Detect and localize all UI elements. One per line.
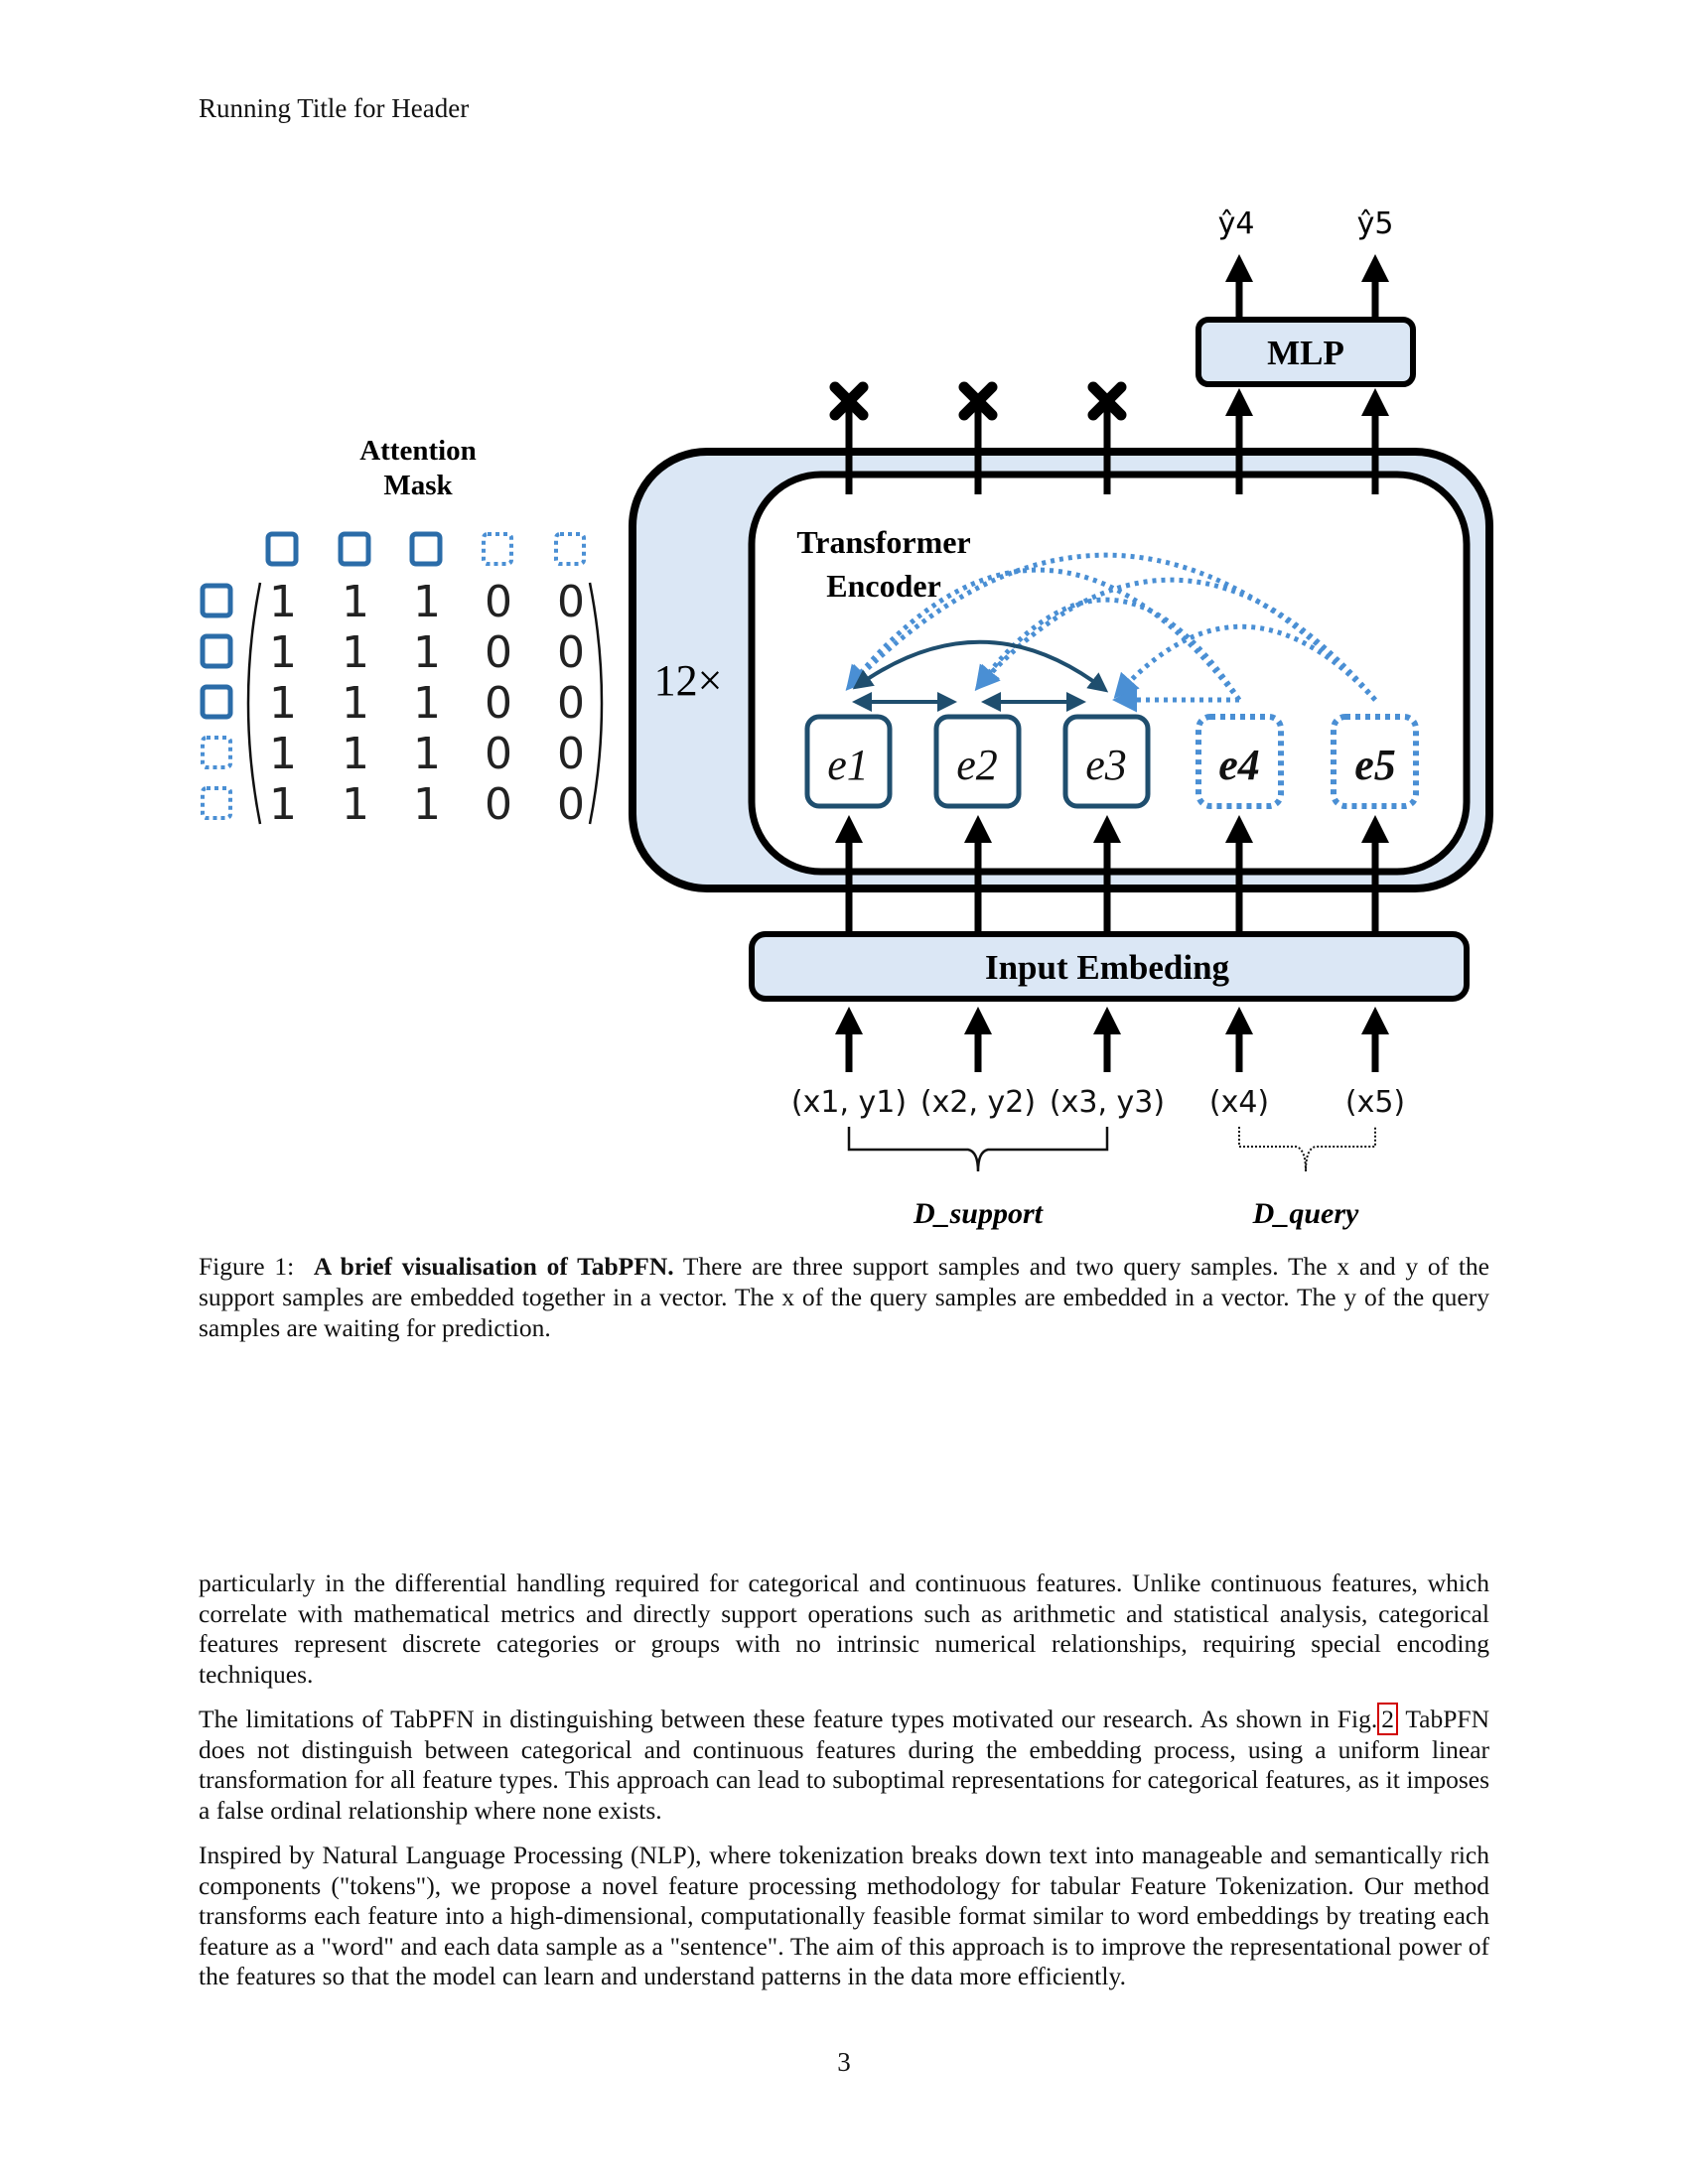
- mlp-label: MLP: [1267, 334, 1344, 372]
- output-y5: ŷ5: [1357, 206, 1394, 241]
- mask-cell: 0: [557, 678, 585, 729]
- input-x5: (x5): [1345, 1085, 1405, 1120]
- matrix-right-paren: [588, 582, 604, 825]
- discard-marks: [829, 381, 1127, 421]
- mlp-block: [1196, 317, 1416, 387]
- mask-cell: 1: [269, 779, 297, 830]
- mask-cell: 1: [342, 729, 369, 779]
- page-number: 3: [837, 2047, 851, 2077]
- figure-reference-link[interactable]: 2: [1377, 1703, 1398, 1735]
- input-x3y3: (x3, y3): [1050, 1085, 1165, 1120]
- mask-cell: 0: [557, 577, 585, 627]
- mask-cell: 0: [557, 729, 585, 779]
- mask-cell: 1: [413, 627, 441, 678]
- tabpfn-diagram: Attention Mask 1 1 1 0 0 1 1 1 0 0 1 1 1…: [200, 206, 1493, 1230]
- embedding-e4: e4: [1196, 714, 1284, 809]
- input-embedding-block: [749, 931, 1470, 1002]
- d-support-label: D_support: [913, 1197, 1045, 1230]
- mask-row-markers: [200, 583, 233, 820]
- mask-cell: 1: [413, 729, 441, 779]
- layer-repeat-label: 12×: [654, 656, 723, 705]
- encoder-title-2: Encoder: [826, 568, 941, 604]
- matrix-left-paren: [246, 582, 262, 825]
- running-header: Running Title for Header: [199, 93, 470, 123]
- attention-mask-title-2: Mask: [383, 470, 453, 501]
- output-y4: ŷ4: [1218, 206, 1255, 241]
- support-brace: [847, 1127, 1109, 1172]
- input-embedding-label: Input Embeding: [985, 948, 1230, 987]
- attention-mask-title: Attention: [359, 435, 477, 467]
- caption-title: A brief visualisation of TabPFN.: [313, 1252, 674, 1281]
- encoder-title: Transformer: [796, 524, 970, 560]
- support-attention-arrows: [852, 639, 1109, 712]
- input-x2y2: (x2, y2): [920, 1085, 1036, 1120]
- paragraph: particularly in the differential handlin…: [199, 1569, 1489, 1689]
- mask-cell: 1: [413, 577, 441, 627]
- body-text: particularly in the differential handlin…: [199, 1569, 1489, 2007]
- mask-cell: 0: [485, 779, 512, 830]
- svg-text:e1: e1: [827, 741, 869, 789]
- mask-cell: 1: [269, 577, 297, 627]
- embedding-e2: e2: [933, 714, 1022, 809]
- mask-cell: 1: [269, 678, 297, 729]
- embedding-e5: e5: [1331, 714, 1419, 809]
- embedding-arrows: [835, 815, 1389, 931]
- mask-cell: 0: [557, 779, 585, 830]
- input-x1y1: (x1, y1): [791, 1085, 907, 1120]
- mask-cell: 0: [485, 678, 512, 729]
- mask-cell: 0: [557, 627, 585, 678]
- input-x4: (x4): [1209, 1085, 1269, 1120]
- mask-cell: 0: [485, 627, 512, 678]
- caption-label: Figure 1:: [199, 1252, 295, 1281]
- discard-x-icon: [829, 381, 869, 421]
- d-query-label: D_query: [1252, 1197, 1359, 1230]
- mask-cell: 1: [413, 779, 441, 830]
- paragraph-text: TabPFN does not distinguish between cate…: [199, 1705, 1489, 1825]
- mask-cell: 0: [485, 729, 512, 779]
- embedding-e1: e1: [804, 714, 893, 809]
- svg-text:e5: e5: [1354, 741, 1396, 789]
- mask-cell: 1: [413, 678, 441, 729]
- input-labels: (x1, y1) (x2, y2) (x3, y3) (x4) (x5): [791, 1085, 1405, 1120]
- mask-cell: 1: [342, 779, 369, 830]
- discard-x-icon: [958, 381, 998, 421]
- output-arrows: [845, 254, 1389, 494]
- discard-x-icon: [1087, 381, 1127, 421]
- paragraph-text: The limitations of TabPFN in distinguish…: [199, 1705, 1378, 1733]
- mask-cell: 1: [342, 577, 369, 627]
- mask-cell: 1: [269, 627, 297, 678]
- input-arrows: [835, 1007, 1389, 1072]
- svg-text:e2: e2: [956, 741, 998, 789]
- svg-text:e4: e4: [1218, 741, 1260, 789]
- mask-column-markers: [265, 531, 586, 567]
- mask-cell: 1: [269, 729, 297, 779]
- mask-cell: 1: [342, 678, 369, 729]
- paragraph: Inspired by Natural Language Processing …: [199, 1841, 1489, 1990]
- caption-text: There are three support samples and two …: [199, 1252, 1490, 1342]
- mask-cell: 0: [485, 577, 512, 627]
- mask-cell: 1: [342, 627, 369, 678]
- svg-text:e3: e3: [1085, 741, 1127, 789]
- query-brace: [1238, 1127, 1376, 1172]
- tabpfn-figure: Attention Mask 1 1 1 0 0 1 1 1 0 0 1 1 1…: [189, 194, 1509, 1246]
- embedding-e3: e3: [1062, 714, 1151, 809]
- mask-matrix: 1 1 1 0 0 1 1 1 0 0 1 1 1 0 0 1 1 1 0 0 …: [269, 577, 585, 830]
- figure-caption: Figure 1: A brief visualisation of TabPF…: [199, 1251, 1489, 1343]
- paragraph: The limitations of TabPFN in distinguish…: [199, 1703, 1489, 1826]
